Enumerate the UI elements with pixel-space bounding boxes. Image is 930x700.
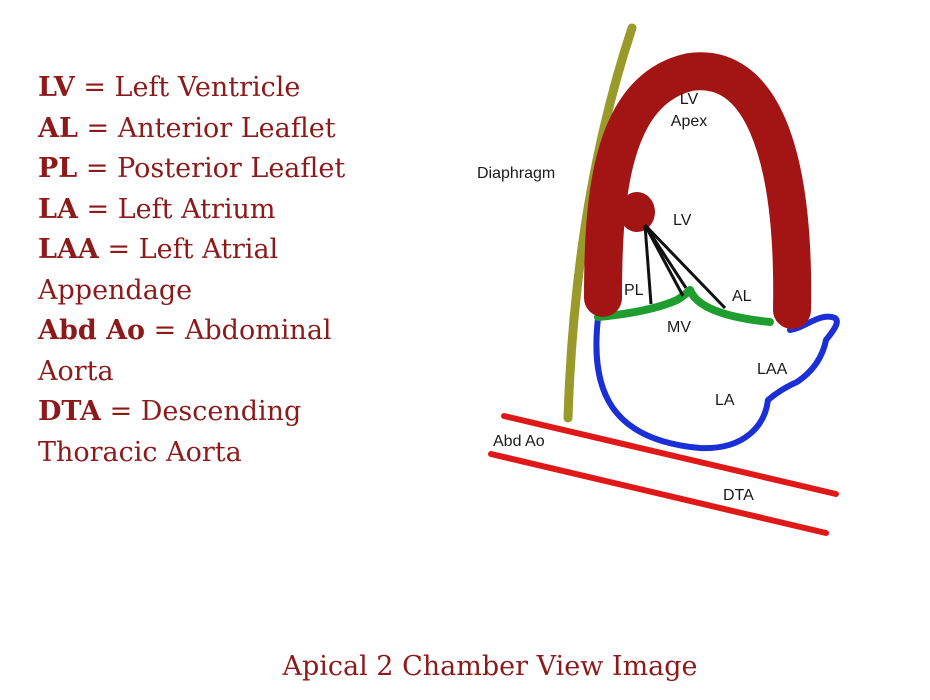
label-la: LA xyxy=(715,392,735,409)
figure-caption: Apical 2 Chamber View Image xyxy=(0,651,930,682)
label-mv: MV xyxy=(667,319,691,336)
papillary-muscle xyxy=(619,192,655,232)
label-dta: DTA xyxy=(723,487,754,504)
label-diaphragm: Diaphragm xyxy=(477,165,555,182)
label-abd-ao: Abd Ao xyxy=(493,433,545,450)
chorda-to-mv-2 xyxy=(645,225,686,288)
label-lv: LV xyxy=(673,212,692,229)
left-atrium-outline xyxy=(596,317,836,448)
label-lv-apex: LV xyxy=(680,91,699,108)
abdominal-aorta-line xyxy=(504,416,836,494)
label-al: AL xyxy=(732,288,752,305)
label-pl: PL xyxy=(624,282,644,299)
descending-thoracic-aorta-line xyxy=(491,454,826,533)
label-apex: Apex xyxy=(671,113,707,130)
label-laa: LAA xyxy=(757,361,788,378)
